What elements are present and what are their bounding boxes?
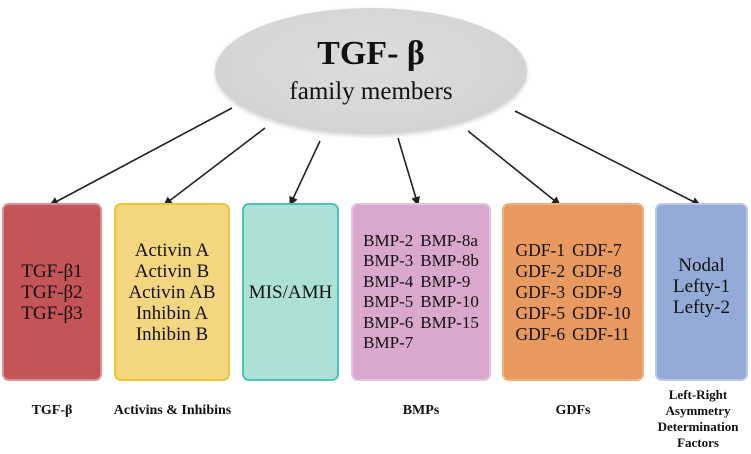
left-right-caption-line: Factors <box>677 435 719 450</box>
bmp-member: BMP-2 <box>363 230 414 250</box>
gdf-member: GDF-8 <box>572 260 622 281</box>
diagram-subtitle: family members <box>289 78 453 105</box>
bmp-member: BMP-10 <box>420 292 479 311</box>
bmp-member: BMP-6 <box>363 312 414 332</box>
left-right-caption-line: Asymmetry <box>665 403 731 418</box>
activins-inhibins-box: Activin A Activin B Activin AB Inhibin A… <box>114 203 230 381</box>
arrow-to-tgf-beta <box>49 107 233 206</box>
bmp-member: BMP-4 <box>363 271 414 291</box>
gdfs-box: GDF-1 GDF-7 GDF-2 GDF-8 GDF-3 GDF-9 GDF-… <box>502 203 644 381</box>
gdf-member: GDF-9 <box>572 281 622 302</box>
mis-amh-member: MIS/AMH <box>248 281 333 303</box>
gdf-member: GDF-3 <box>515 281 566 302</box>
tgf-beta-caption: TGF-β <box>31 403 73 418</box>
gdf-member: GDF-2 <box>515 260 566 281</box>
gdf-member: GDF-5 <box>515 302 566 323</box>
bmp-member: BMP-15 <box>420 312 479 332</box>
diagram-title: TGF- β <box>317 35 425 72</box>
gdf-member: GDF-7 <box>572 239 622 260</box>
gdf-member: GDF-1 <box>515 239 566 260</box>
gdf-member: GDF-10 <box>572 302 631 323</box>
activins-inhibins-caption: Activins & Inhibins <box>113 403 232 418</box>
bmp-member: BMP-3 <box>363 251 414 270</box>
mis-amh-box: MIS/AMH <box>242 203 339 381</box>
bmps-box: BMP-2 BMP-8a BMP-3 BMP-8b BMP-4 BMP-9 BM… <box>351 203 491 381</box>
tgf-beta-member: TGF-β1 <box>21 260 83 282</box>
left-right-caption-line: Determination <box>657 419 739 434</box>
bmp-member: BMP-9 <box>420 271 471 291</box>
activin-inhibin-member: Inhibin A <box>135 302 209 324</box>
activin-inhibin-member: Inhibin B <box>135 323 209 345</box>
bmp-member: BMP-8b <box>420 251 479 270</box>
left-right-factors-box: Nodal Lefty-1 Lefty-2 <box>655 203 748 381</box>
left-right-member: Lefty-1 <box>673 276 730 297</box>
tgf-beta-member: TGF-β2 <box>21 281 83 303</box>
gdf-member: GDF-6 <box>515 323 566 344</box>
tgf-beta-member: TGF-β3 <box>21 302 83 324</box>
left-right-caption-line: Left-Right <box>668 387 728 402</box>
gdfs-caption: GDFs <box>555 403 591 418</box>
left-right-member: Lefty-2 <box>673 297 730 318</box>
arrow-to-left-right-factors <box>514 110 701 206</box>
bmp-member: BMP-5 <box>363 292 414 311</box>
arrow-to-gdfs <box>467 130 561 206</box>
left-right-caption: Left-Right Asymmetry Determination Facto… <box>645 387 751 451</box>
arrow-to-bmps <box>397 137 420 206</box>
activin-inhibin-member: Activin A <box>134 239 210 261</box>
arrow-to-activins-inhibins <box>163 127 266 206</box>
family-members-ellipse: TGF- β family members <box>215 8 527 134</box>
gdf-member: GDF-11 <box>572 323 630 344</box>
activin-inhibin-member: Activin AB <box>128 281 216 303</box>
bmp-member: BMP-7 <box>363 333 414 352</box>
arrow-to-mis-amh <box>289 140 321 206</box>
activin-inhibin-member: Activin B <box>134 260 210 282</box>
tgf-beta-box: TGF-β1 TGF-β2 TGF-β3 <box>2 203 102 381</box>
left-right-member: Nodal <box>678 255 725 276</box>
bmps-caption: BMPs <box>402 403 440 418</box>
bmp-member: BMP-8a <box>420 230 478 250</box>
